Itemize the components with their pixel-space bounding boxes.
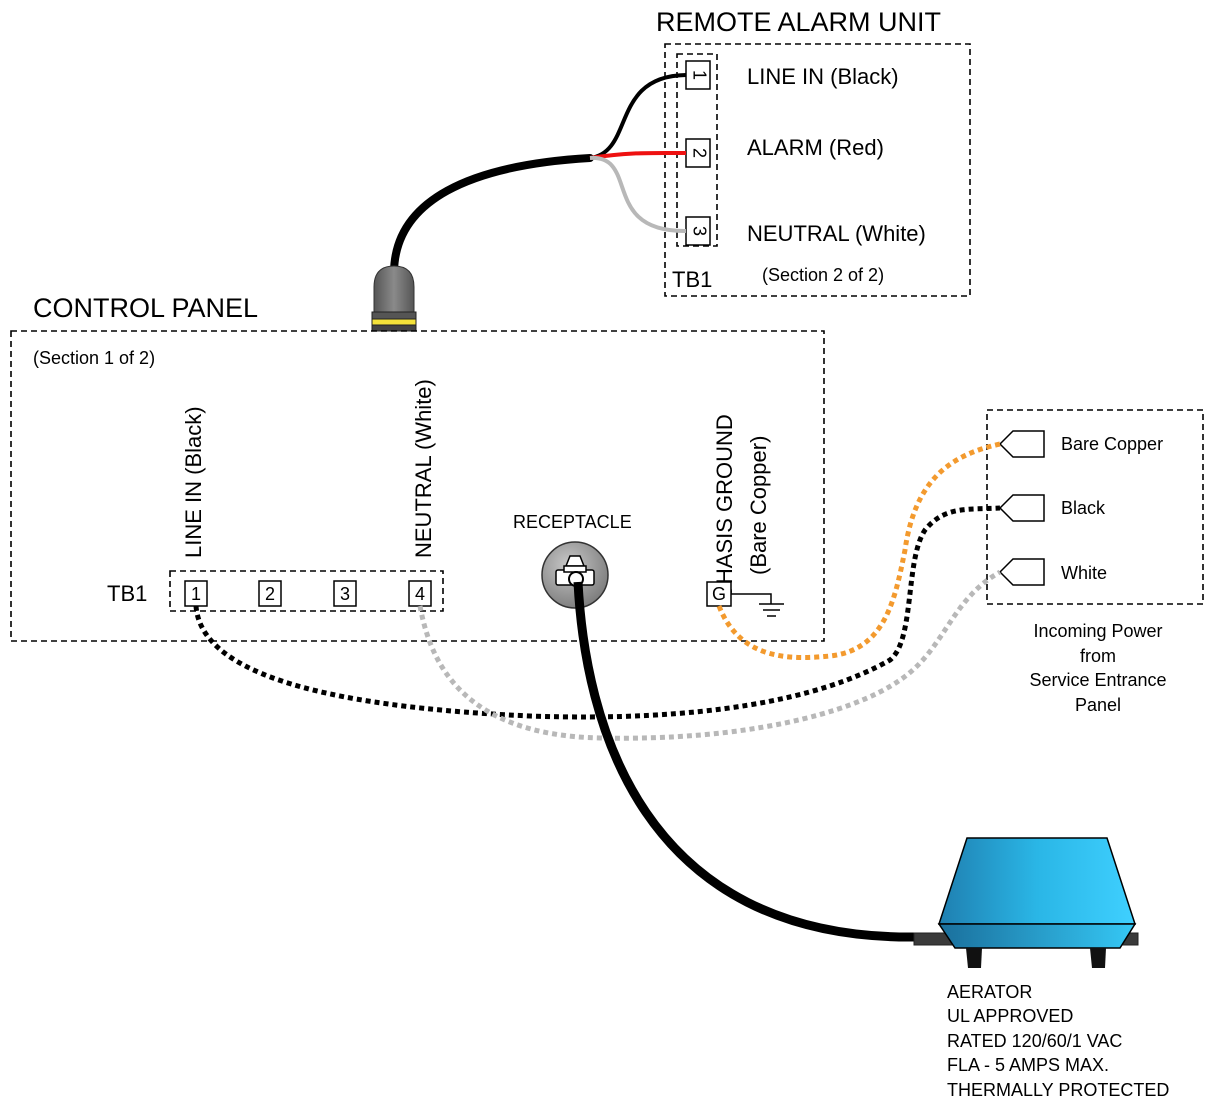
aerator-line-4: FLA - 5 AMPS MAX. bbox=[947, 1055, 1109, 1075]
cp-terminal-2: 2 bbox=[258, 580, 282, 607]
remote-label-alarm: ALARM (Red) bbox=[747, 135, 884, 160]
control-panel-section: (Section 1 of 2) bbox=[33, 348, 155, 368]
wire-tag-black: Black bbox=[998, 494, 1106, 522]
cp-terminal-1: 1 bbox=[184, 580, 208, 607]
remote-alarm-unit: REMOTE ALARM UNIT 1 2 3 LINE IN (Black) … bbox=[656, 7, 971, 297]
svg-text:1: 1 bbox=[689, 70, 709, 80]
cp-terminal-3: 3 bbox=[333, 580, 357, 607]
field-wiring bbox=[193, 441, 1002, 741]
control-panel: CONTROL PANEL (Section 1 of 2) LINE IN (… bbox=[10, 293, 825, 642]
control-panel-border bbox=[10, 330, 825, 642]
aerator-line-1: AERATOR bbox=[947, 982, 1032, 1002]
cp-ground-label-2: (Bare Copper) bbox=[746, 436, 771, 575]
receptacle-label: RECEPTACLE bbox=[513, 512, 632, 532]
svg-text:2: 2 bbox=[265, 584, 275, 604]
remote-tb1-border bbox=[676, 53, 718, 247]
control-panel-title: CONTROL PANEL bbox=[33, 293, 258, 323]
aerator-line-2: UL APPROVED bbox=[947, 1006, 1073, 1026]
incoming-caption-4: Panel bbox=[1075, 695, 1121, 715]
cp-tb1-label: TB1 bbox=[107, 581, 147, 606]
remote-section-label: (Section 2 of 2) bbox=[762, 265, 884, 285]
remote-label-line-in: LINE IN (Black) bbox=[747, 64, 899, 89]
svg-text:4: 4 bbox=[415, 584, 425, 604]
incoming-caption-1: Incoming Power bbox=[1033, 621, 1162, 641]
svg-text:Bare Copper: Bare Copper bbox=[1061, 434, 1163, 454]
svg-text:G: G bbox=[712, 584, 726, 604]
cp-ground-label-1: CHASIS GROUND bbox=[712, 414, 737, 600]
black-field-wire bbox=[193, 505, 1001, 720]
receptacle-icon bbox=[541, 541, 609, 609]
ground-terminal: G bbox=[706, 581, 732, 607]
remote-tb1-label: TB1 bbox=[672, 267, 712, 292]
incoming-power-box: Bare Copper Black White Incoming Power f… bbox=[986, 409, 1204, 715]
aerator-line-5: THERMALLY PROTECTED bbox=[947, 1080, 1169, 1100]
cp-terminal-4: 4 bbox=[408, 580, 432, 607]
svg-text:2: 2 bbox=[689, 148, 709, 158]
remote-unit-title: REMOTE ALARM UNIT bbox=[656, 7, 941, 37]
ground-icon bbox=[731, 593, 784, 617]
copper-wire bbox=[716, 441, 1001, 661]
white-field-wire bbox=[417, 569, 1002, 741]
cp-neutral-label: NEUTRAL (White) bbox=[411, 379, 436, 558]
cp-line-in-label: LINE IN (Black) bbox=[181, 406, 206, 558]
svg-text:1: 1 bbox=[191, 584, 201, 604]
svg-text:3: 3 bbox=[340, 584, 350, 604]
remote-unit-border bbox=[664, 43, 971, 297]
svg-text:3: 3 bbox=[689, 226, 709, 236]
remote-label-neutral: NEUTRAL (White) bbox=[747, 221, 926, 246]
remote-terminal-3: 3 bbox=[685, 216, 711, 246]
remote-terminal-2: 2 bbox=[685, 138, 711, 168]
remote-alarm-cable bbox=[390, 73, 687, 276]
svg-text:White: White bbox=[1061, 563, 1107, 583]
incoming-caption-2: from bbox=[1080, 646, 1116, 666]
svg-text:Black: Black bbox=[1061, 498, 1106, 518]
cable-plug bbox=[371, 265, 417, 332]
remote-terminal-1: 1 bbox=[685, 60, 711, 90]
aerator-line-3: RATED 120/60/1 VAC bbox=[947, 1031, 1122, 1051]
incoming-caption-3: Service Entrance bbox=[1029, 670, 1166, 690]
cp-tb1-border bbox=[169, 570, 444, 612]
aerator-icon bbox=[913, 837, 1139, 968]
aerator-cord bbox=[573, 581, 916, 942]
wire-tag-bare-copper: Bare Copper bbox=[998, 430, 1163, 458]
aerator-specs: AERATOR UL APPROVED RATED 120/60/1 VAC F… bbox=[947, 982, 1169, 1100]
wire-tag-white: White bbox=[998, 558, 1107, 586]
